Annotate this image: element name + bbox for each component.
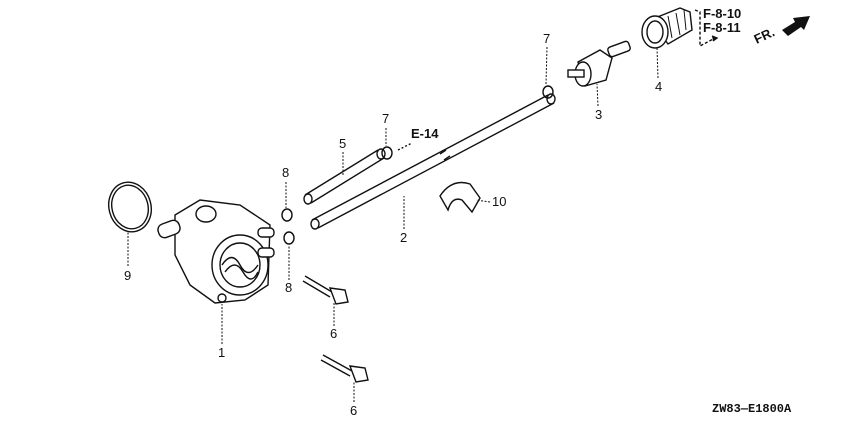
tube-part-2 <box>310 93 556 230</box>
e14-dashed-arrow <box>397 142 413 151</box>
reference-bracket <box>694 9 716 48</box>
callout-6-upper: 6 <box>330 326 338 341</box>
reference-arrowhead <box>711 35 719 42</box>
clip-part-7-lower <box>381 146 393 160</box>
bolt-part-6-upper <box>302 275 349 305</box>
bolt-part-6-lower <box>320 354 369 383</box>
strainer-part-3 <box>567 40 631 87</box>
leader-lines <box>127 46 659 402</box>
callout-7-upper: 7 <box>543 31 551 46</box>
clip-part-8-lower <box>283 231 295 245</box>
reference-f-8-11[interactable]: F-8-11 <box>703 20 741 35</box>
clip-part-7-upper <box>542 85 554 99</box>
reference-e-14[interactable]: E-14 <box>411 126 439 141</box>
callout-5: 5 <box>339 136 347 151</box>
callout-2: 2 <box>400 230 408 245</box>
callout-8-lower: 8 <box>285 280 293 295</box>
callout-7-lower: 7 <box>382 111 390 126</box>
fuel-pump-part-1 <box>157 199 275 304</box>
o-ring-part-9 <box>108 181 152 233</box>
callout-1: 1 <box>218 345 226 360</box>
callout-3: 3 <box>595 107 603 122</box>
sediment-cup-part-4 <box>641 7 693 49</box>
callout-4: 4 <box>655 79 663 94</box>
drawing-code: ZW83—E1800A <box>712 402 792 416</box>
callout-10: 10 <box>492 194 507 209</box>
callout-6-lower: 6 <box>350 403 358 418</box>
clip-part-8-upper <box>281 208 293 222</box>
callout-8-upper: 8 <box>282 165 290 180</box>
front-arrow-icon <box>782 16 810 36</box>
tube-part-5 <box>303 148 386 205</box>
callout-9: 9 <box>124 268 132 283</box>
reference-f-8-10[interactable]: F-8-10 <box>703 6 742 21</box>
clamp-part-10 <box>439 181 481 214</box>
